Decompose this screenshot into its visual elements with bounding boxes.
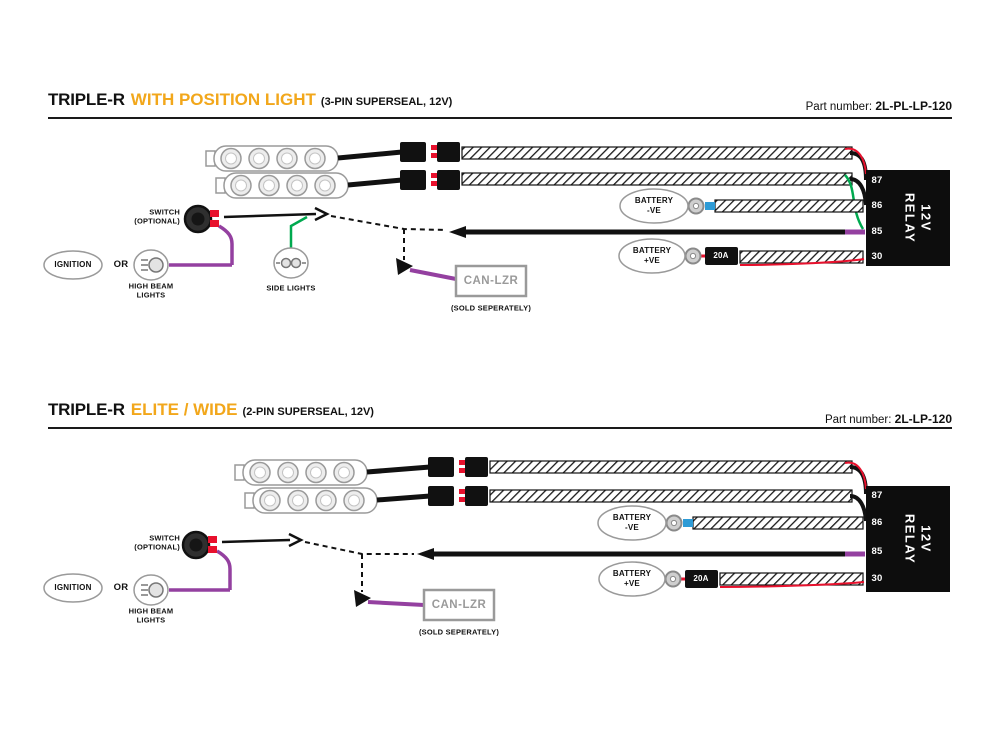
light-bar-icon — [234, 459, 368, 486]
lamp-wire — [347, 177, 403, 188]
arrow-icon — [354, 590, 371, 607]
pin-87-label: 87 — [871, 175, 883, 187]
can-wire — [367, 600, 425, 607]
part-number-label: Part number: — [805, 101, 873, 113]
diagram-subtitle: ELITE / WIDE — [130, 400, 238, 419]
sold-separately-label: (SOLD SEPERATELY) — [418, 627, 500, 637]
dashed-wire — [330, 215, 447, 231]
diagram-subtitle: WITH POSITION LIGHT — [130, 90, 316, 109]
bottom-diagram-graphics — [43, 457, 950, 622]
part-number-value: 2L-PL-LP-120 — [875, 99, 952, 113]
diagram-title: TRIPLE-R — [48, 400, 125, 419]
diagram-spec: (3-PIN SUPERSEAL, 12V) — [320, 96, 453, 108]
light-bar-icon — [205, 145, 339, 172]
can-lzr-label: CAN-LZR — [463, 274, 519, 287]
switch-circuit — [169, 530, 304, 592]
open-arrow-icon — [314, 206, 330, 222]
braided-cable — [489, 489, 853, 503]
connector-icon — [400, 170, 460, 190]
battery-negative-label: BATTERY -VE — [612, 513, 652, 532]
pin-85-label: 85 — [871, 226, 883, 238]
switch-label: SWITCH (OPTIONAL) — [134, 533, 180, 552]
relay-icon — [866, 486, 950, 592]
high-beam-label: HIGH BEAM LIGHTS — [128, 281, 174, 300]
battery-positive-assembly — [598, 561, 865, 597]
can-wire — [409, 268, 457, 281]
high-beam-assembly — [133, 249, 169, 281]
connector-icon — [428, 486, 488, 506]
arrow-icon — [396, 258, 413, 275]
switch-label: SWITCH (OPTIONAL) — [134, 207, 180, 226]
fuse-icon — [705, 247, 738, 265]
relay-label: 12V RELAY — [902, 513, 934, 565]
part-number: Part number: 2L-LP-120 — [825, 412, 952, 426]
battery-negative-assembly — [619, 188, 864, 224]
can-lzr-box — [454, 264, 528, 298]
side-lights-label: SIDE LIGHTS — [266, 283, 316, 293]
high-beam-label: HIGH BEAM LIGHTS — [128, 606, 174, 625]
pin-86-label: 86 — [871, 200, 883, 212]
or-label: OR — [113, 259, 129, 271]
side-light-icon — [280, 257, 292, 269]
fuse-label: 20A — [693, 574, 709, 583]
ignition-oval — [43, 573, 103, 603]
pin-30-label: 30 — [871, 573, 883, 585]
can-lzr-box — [422, 588, 496, 622]
part-number-label: Part number: — [824, 414, 892, 426]
part-number-value: 2L-LP-120 — [894, 412, 952, 426]
red-wire — [844, 461, 867, 490]
high-beam-icon — [148, 257, 164, 273]
relay-feed-wire — [849, 177, 868, 206]
pin-86-label: 86 — [871, 517, 883, 529]
lamp-wire — [366, 464, 431, 475]
section-header: TRIPLE-R ELITE / WIDE (2-PIN SUPERSEAL, … — [48, 400, 374, 420]
relay-feed-wire — [849, 494, 868, 522]
lamp-wire — [337, 149, 403, 161]
battery-negative-assembly — [597, 505, 864, 541]
side-light-assembly — [273, 215, 309, 279]
switch-circuit — [169, 204, 330, 267]
open-arrow-icon — [288, 532, 304, 548]
light-bar-icon — [215, 172, 349, 199]
arrow-icon — [449, 226, 466, 238]
relay-label: 12V RELAY — [902, 192, 934, 244]
battery-negative-label: BATTERY -VE — [634, 196, 674, 215]
position-light-green-wire — [844, 174, 865, 230]
arrow-icon — [417, 548, 434, 560]
high-beam-assembly — [133, 574, 169, 606]
sold-separately-label: (SOLD SEPERATELY) — [450, 303, 532, 313]
ignition-label: IGNITION — [54, 260, 92, 269]
relay-icon — [866, 170, 950, 266]
braided-cable — [489, 460, 853, 474]
light-bar-icon — [244, 487, 378, 514]
dashed-wire — [304, 541, 414, 555]
ignition-label: IGNITION — [54, 583, 92, 592]
lamp-wire — [376, 493, 431, 503]
fuse-label: 20A — [713, 251, 729, 260]
header-divider — [48, 427, 952, 429]
battery-positive-assembly — [618, 238, 865, 274]
section-header: TRIPLE-R WITH POSITION LIGHT (3-PIN SUPE… — [48, 90, 452, 110]
ignition-oval — [43, 250, 103, 280]
battery-positive-label: BATTERY +VE — [612, 569, 652, 588]
or-label: OR — [113, 582, 129, 594]
fuse-icon — [685, 570, 718, 588]
header-divider — [48, 117, 952, 119]
pin-87-label: 87 — [871, 490, 883, 502]
top-diagram-graphics — [43, 142, 950, 298]
diagram-spec: (2-PIN SUPERSEAL, 12V) — [242, 406, 374, 418]
braided-cable — [461, 172, 853, 186]
part-number: Part number: 2L-PL-LP-120 — [806, 99, 952, 113]
can-lzr-label: CAN-LZR — [431, 598, 487, 611]
diagram-title: TRIPLE-R — [48, 90, 125, 109]
connector-icon — [400, 142, 460, 162]
pin-85-label: 85 — [871, 546, 883, 558]
braided-cable — [461, 146, 853, 160]
red-wire — [844, 147, 867, 175]
high-beam-icon — [148, 582, 164, 598]
battery-positive-label: BATTERY +VE — [632, 246, 672, 265]
pin-30-label: 30 — [871, 251, 883, 263]
connector-icon — [428, 457, 488, 477]
